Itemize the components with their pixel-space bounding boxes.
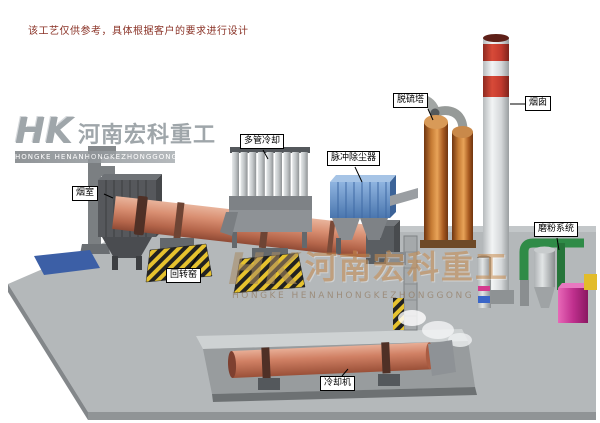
steam-puff bbox=[398, 310, 426, 326]
label-pulse-dust-collector: 脉冲除尘器 bbox=[327, 151, 381, 166]
tower-dome bbox=[452, 126, 473, 138]
leader-desulfurization-tower bbox=[427, 108, 434, 121]
kiln-girth-gear bbox=[133, 195, 148, 236]
hopper-leg bbox=[112, 256, 118, 270]
tower-dome bbox=[424, 115, 448, 129]
logo-company-name: 河南宏科重工 bbox=[78, 123, 217, 149]
cooler-top-header bbox=[230, 147, 310, 153]
platform-left-edge bbox=[8, 284, 88, 420]
smoke-chamber-branch bbox=[95, 166, 115, 176]
logo-hk-monogram: HK bbox=[15, 111, 74, 152]
pulse-collector-leg bbox=[380, 238, 385, 254]
cooling-discharge-housing bbox=[428, 340, 456, 376]
pulse-collector-hopper bbox=[332, 218, 360, 240]
hopper-leg bbox=[136, 256, 142, 270]
tower-base bbox=[420, 240, 452, 248]
grinding-duct-green bbox=[519, 238, 584, 280]
pulse-collector-hopper bbox=[360, 218, 388, 240]
leader-multi-tube-cooler bbox=[262, 149, 269, 160]
leader-smoke-chamber bbox=[103, 193, 114, 199]
feeder-column bbox=[477, 258, 491, 308]
cyclone-body bbox=[534, 250, 555, 287]
label-cooling-machine: 冷却机 bbox=[320, 376, 356, 391]
logo-company-name-en: HONGKE HENANHONGKEZHONGGONG bbox=[15, 151, 175, 164]
label-smoke-chamber: 烟室 bbox=[72, 186, 99, 201]
pulse-collector-ribs bbox=[337, 182, 387, 218]
feeder-band-magenta bbox=[478, 286, 490, 291]
pit-far-wall bbox=[196, 329, 468, 349]
kiln-support-pier bbox=[233, 252, 306, 294]
grinding-system-unit bbox=[477, 238, 597, 323]
cooling-machine-tyre bbox=[381, 342, 391, 374]
cooling-machine-unit bbox=[227, 340, 456, 390]
steam-puff bbox=[448, 333, 472, 347]
label-multi-tube-cooler: 多管冷却 bbox=[240, 134, 285, 149]
pulse-collector-outlet-duct bbox=[390, 188, 418, 206]
cooling-machine-shell bbox=[231, 342, 431, 378]
label-grinding-system: 磨粉系统 bbox=[534, 222, 579, 237]
cooler-tubes bbox=[232, 152, 308, 198]
blue-base-plate bbox=[34, 250, 100, 275]
cooling-support-block bbox=[258, 378, 280, 390]
cooler-leg bbox=[232, 232, 237, 248]
label-rotary-kiln: 回转窑 bbox=[166, 268, 202, 283]
pulse-collector-body bbox=[330, 182, 390, 218]
leader-cooling-machine bbox=[341, 368, 349, 377]
bucket-elevator bbox=[386, 235, 418, 331]
striped-column bbox=[393, 298, 404, 330]
desulfurization-towers bbox=[401, 94, 476, 248]
label-chimney: 烟囱 bbox=[525, 96, 552, 111]
label-leader-lines bbox=[103, 103, 560, 377]
pit-near-wall bbox=[212, 387, 477, 402]
disclaimer-text: 该工艺仅供参考，具体根据客户的要求进行设计 bbox=[28, 26, 249, 37]
chimney-red-band bbox=[483, 44, 509, 61]
label-desulfurization-tower: 脱硫塔 bbox=[393, 93, 429, 108]
company-logo: HK 河南宏科重工 HONGKE HENANHONGKEZHONGGONG bbox=[15, 111, 217, 164]
smoke-chamber-top-face bbox=[98, 174, 162, 180]
tower-base bbox=[449, 240, 476, 248]
leader-pulse-dust-collector bbox=[354, 166, 363, 183]
cooling-support-block bbox=[378, 374, 400, 386]
fan-unit bbox=[386, 252, 406, 265]
kiln-tyre bbox=[326, 220, 336, 255]
cooling-machine-tyre bbox=[261, 347, 271, 379]
pulse-collector-leg bbox=[336, 238, 341, 254]
pulse-collector-top-face bbox=[330, 175, 396, 182]
multi-tube-cooler-unit bbox=[220, 147, 312, 248]
steam-puff bbox=[422, 321, 454, 339]
chimney-unit bbox=[478, 34, 514, 304]
platform-front-edge bbox=[88, 412, 596, 420]
cooling-machine-end bbox=[227, 351, 237, 378]
desulfurization-tower-body bbox=[424, 122, 448, 242]
mill-top-face bbox=[558, 283, 592, 288]
kiln-tyre bbox=[173, 202, 185, 239]
pulse-dust-collector-unit bbox=[330, 175, 418, 254]
desulfurization-tower-body bbox=[452, 132, 473, 242]
cooler-leg bbox=[302, 232, 307, 248]
leader-rotary-kiln bbox=[189, 253, 200, 269]
logo-row: HK 河南宏科重工 bbox=[15, 111, 217, 152]
elevator-sections bbox=[404, 251, 417, 317]
elevator-casing bbox=[403, 235, 418, 331]
mill-body-magenta bbox=[558, 288, 588, 323]
steam-puffs bbox=[398, 310, 472, 347]
leader-grinding-system bbox=[556, 237, 560, 251]
cooler-collecting-box bbox=[229, 196, 312, 210]
cooler-discharge-duct bbox=[220, 212, 238, 236]
feeder-band-blue bbox=[478, 296, 490, 303]
duct-drop bbox=[520, 280, 529, 306]
cooler-base-structure bbox=[229, 210, 312, 232]
mill-motor-yellow bbox=[584, 274, 597, 290]
cyclone-top bbox=[534, 246, 555, 254]
smoke-chamber-hopper bbox=[102, 237, 152, 258]
chimney-top-rim bbox=[483, 34, 509, 42]
chimney-red-band bbox=[483, 76, 509, 97]
cyclone-cone bbox=[534, 287, 555, 308]
